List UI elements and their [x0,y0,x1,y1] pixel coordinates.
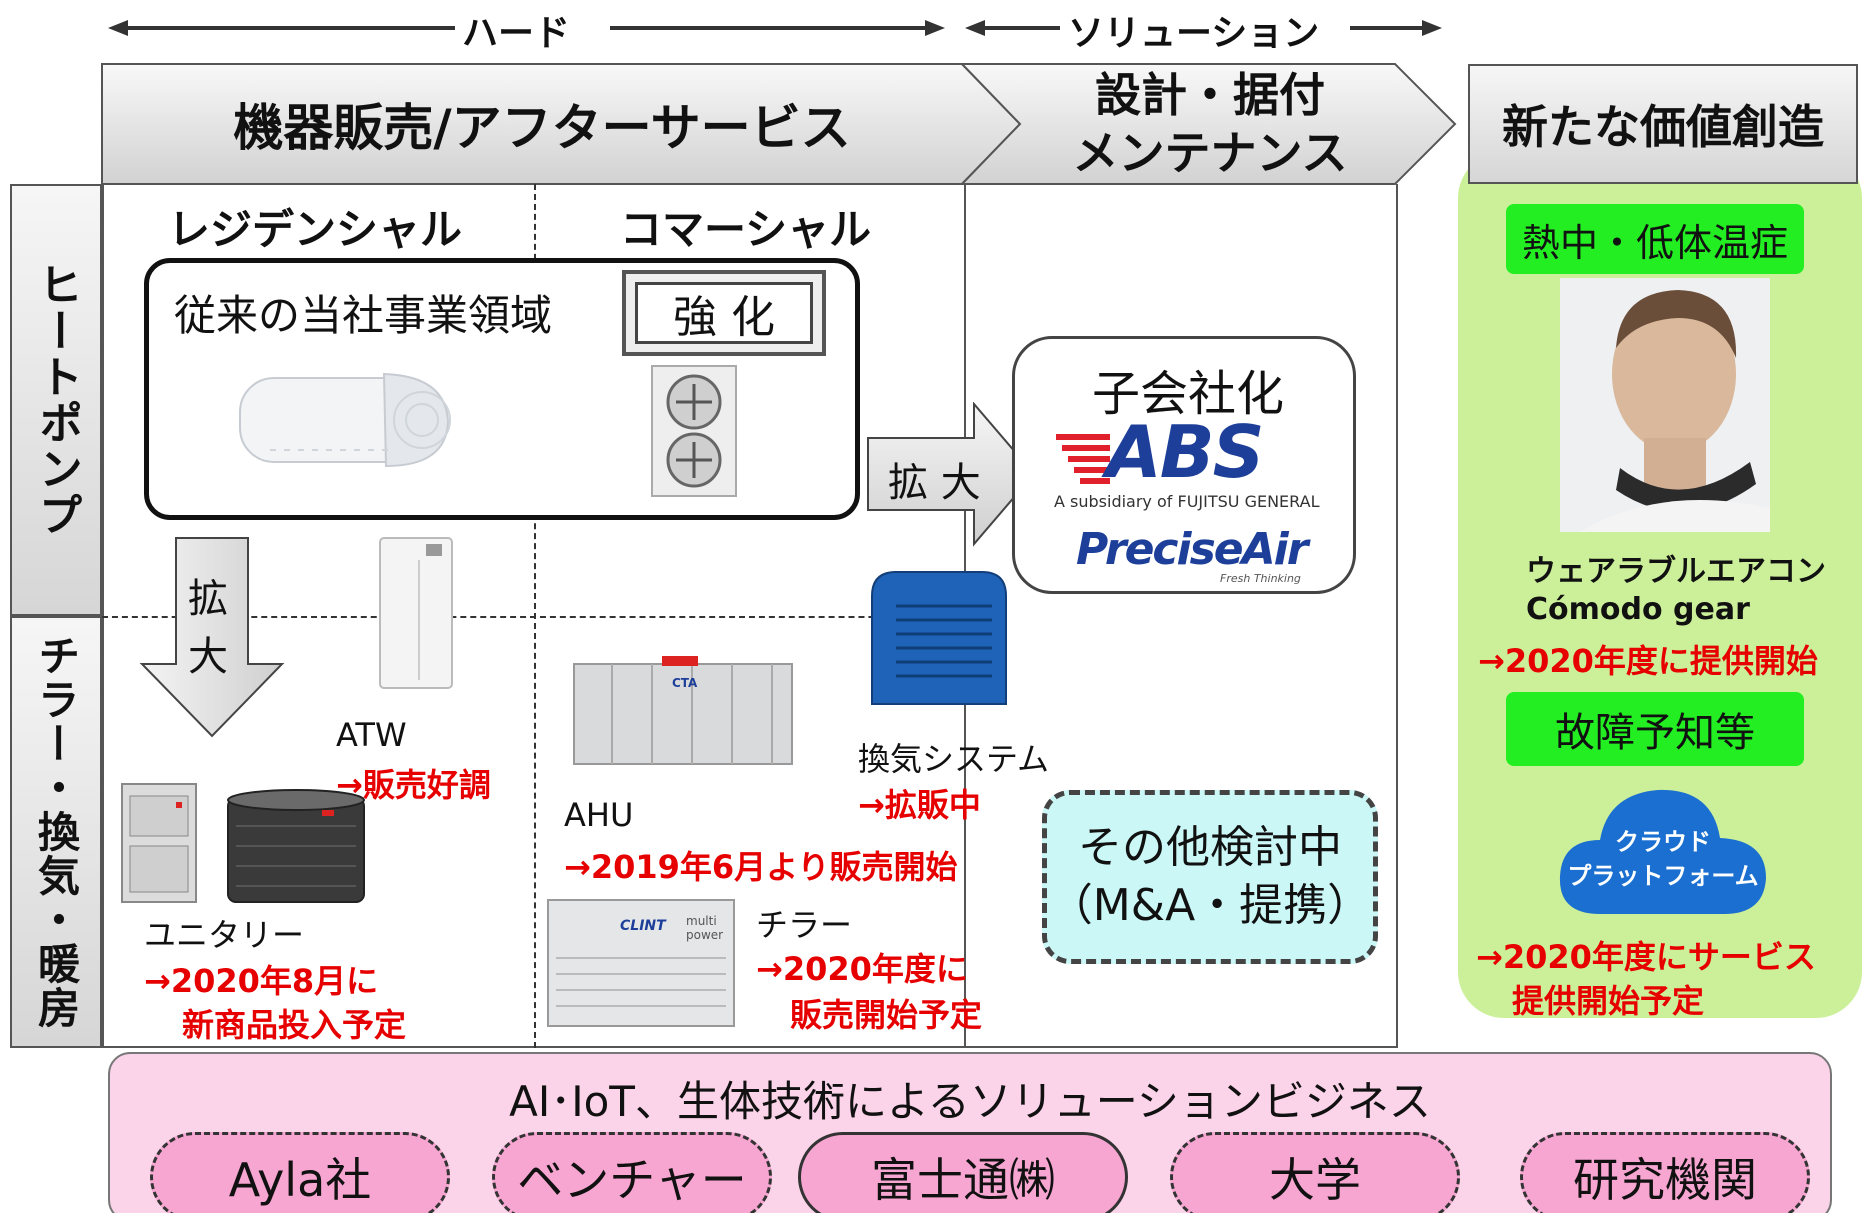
column-equipment: 機器販売/アフターサービス [233,99,851,157]
row-chiller-label: チラー・換気・暖房 [31,634,81,1030]
partner-ayla: Ayla社 [150,1132,450,1213]
atw-name: ATW [336,716,407,754]
atw-unit-image [379,537,453,689]
cloud-line2: プラットフォーム [1567,862,1759,890]
cloud-line1: クラウド [1615,828,1711,856]
wall-ac-image [239,372,451,468]
ventilation-note: →拡販中 [858,786,981,824]
ventilation-system-image [871,571,1007,705]
column-design-line1: 設計・据付 [1095,68,1325,122]
chiller-brand-multi: multi [686,914,717,928]
segment-commercial: コマーシャル [620,205,872,254]
ahu-name: AHU [564,796,634,834]
expand-down-arrow [139,537,285,738]
ahu-note: →2019年6月より販売開始 [564,848,958,886]
column-value-cover: 新たな価値創造 [1468,64,1858,184]
top-axis-arrows [108,20,1442,36]
condenser-image [227,789,365,903]
partner-venture: ベンチャー [492,1132,772,1213]
chiller-name: チラー [756,906,853,944]
expand-right-arrow [867,402,1036,547]
core-area-label: 従来の当社事業領域 [174,291,553,340]
expand-down-char2: 大 [188,634,228,680]
wearable-person-image [1560,278,1770,532]
wearable-note: →2020年度に提供開始 [1478,642,1818,680]
commercial-outdoor-unit-image [651,365,737,497]
heatstroke-label: 熱中・低体温症 [1506,204,1804,274]
abs-subtitle: A subsidiary of FUJITSU GENERAL [1054,492,1320,511]
ahu-mark: CTA [672,676,698,690]
other-line2: （M&A・提携） [1048,880,1372,931]
furnace-image [121,783,197,903]
subsidiary-box [1012,336,1356,594]
ventilation-name: 換気システム [858,740,1050,778]
other-box: その他検討中 （M&A・提携） [1042,790,1378,964]
unitary-note2: 新商品投入予定 [182,1006,407,1044]
row-heat-pump: ヒートポンプ [10,184,102,616]
row-chiller: チラー・換気・暖房 [10,616,102,1048]
cloud-note1: →2020年度にサービス [1476,938,1816,976]
partner-university: 大学 [1170,1132,1460,1213]
strengthen-label: 強 化 [635,282,813,344]
chiller-image [547,899,735,1027]
preciseair-subtitle: Fresh Thinking [1220,572,1301,585]
column-design: 設計・据付 メンテナンス [1030,66,1390,182]
solution-business-title: AI･IoT、生体技術によるソリューションビジネス [509,1077,1431,1126]
chiller-brand-power: power [686,928,724,942]
solution-label: ソリューション [1068,13,1320,54]
cloud-note2: 提供開始予定 [1512,982,1705,1020]
segment-residential: レジデンシャル [168,205,463,254]
row-heat-pump-label: ヒートポンプ [31,262,82,538]
wearable-line2: Cómodo gear [1526,592,1750,627]
preciseair-logo: PreciseAir [1076,524,1308,575]
wearable-line1: ウェアラブルエアコン [1526,554,1826,589]
other-line1: その他検討中 [1078,822,1342,873]
expand-down-char1: 拡 [188,576,228,622]
chiller-brand-clint: CLINT [620,918,666,934]
column-header-shapes [101,63,1457,185]
strengthen-frame: 強 化 [622,270,826,356]
subsidiary-title: 子会社化 [1092,366,1285,422]
unitary-note1: →2020年8月に [144,962,379,1000]
failure-prediction-label: 故障予知等 [1506,692,1804,766]
abs-stripes-icon [1056,434,1110,484]
ahu-image [573,656,793,765]
column-design-line2: メンテナンス [1072,126,1348,180]
cloud-icon [1559,789,1766,914]
unitary-name: ユニタリー [144,916,305,954]
chiller-note2: 販売開始予定 [790,996,983,1034]
partner-research-institute: 研究機関 [1520,1132,1810,1213]
chiller-note1: →2020年度に [756,950,968,988]
expand-right-label: 拡 大 [888,460,981,506]
partner-fujitsu: 富士通㈱ [798,1132,1128,1213]
grid-divider-rows [102,616,964,618]
abs-logo: ABS [1106,410,1264,494]
hard-label: ハード [462,13,571,54]
